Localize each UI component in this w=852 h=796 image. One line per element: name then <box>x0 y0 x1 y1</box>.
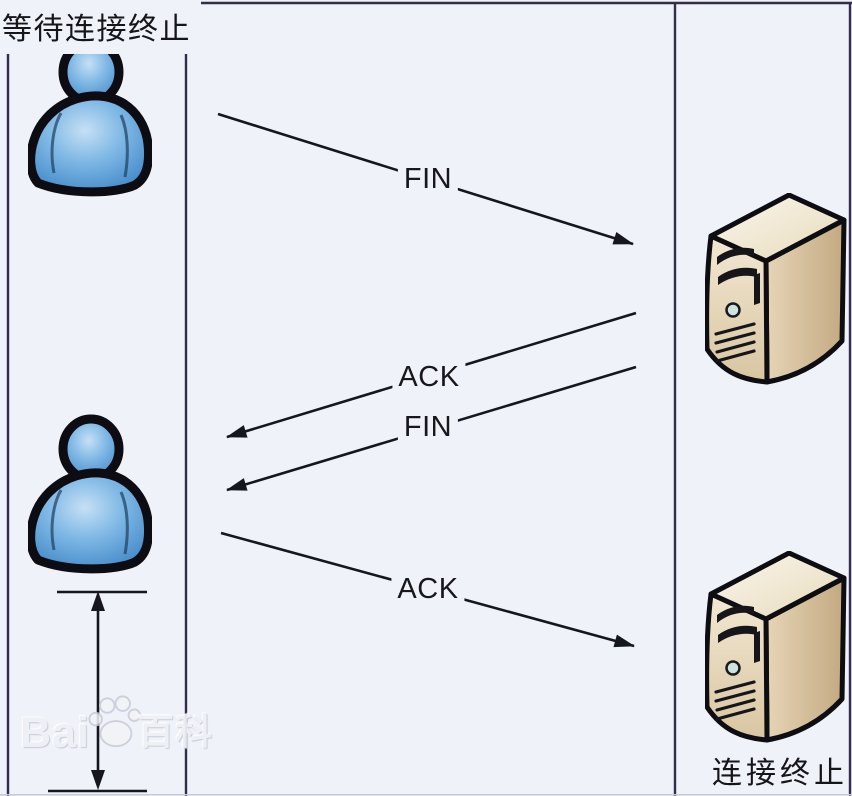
person-icon <box>28 412 152 574</box>
message-label-ack-1: ACK <box>392 361 466 394</box>
person-icon <box>28 35 152 197</box>
arrowhead-up-icon <box>91 591 105 611</box>
message-label-ack-2: ACK <box>391 573 465 606</box>
server-icon <box>705 551 849 751</box>
baidu-paw-icon <box>88 695 142 748</box>
wait-duration-arrow <box>48 590 147 793</box>
arrowhead-down-icon <box>91 770 105 790</box>
message-label-fin-1: FIN <box>397 163 459 196</box>
termination-annotation: 连接终止 <box>712 757 848 790</box>
wait-annotation: 等待连接终止 <box>0 0 201 54</box>
baidu-watermark: Bai 百科 <box>20 692 214 758</box>
watermark-text-left: Bai <box>20 709 90 757</box>
message-label-fin-2: FIN <box>397 411 459 444</box>
server-icon <box>705 193 849 393</box>
watermark-text-right: 百科 <box>137 711 214 752</box>
